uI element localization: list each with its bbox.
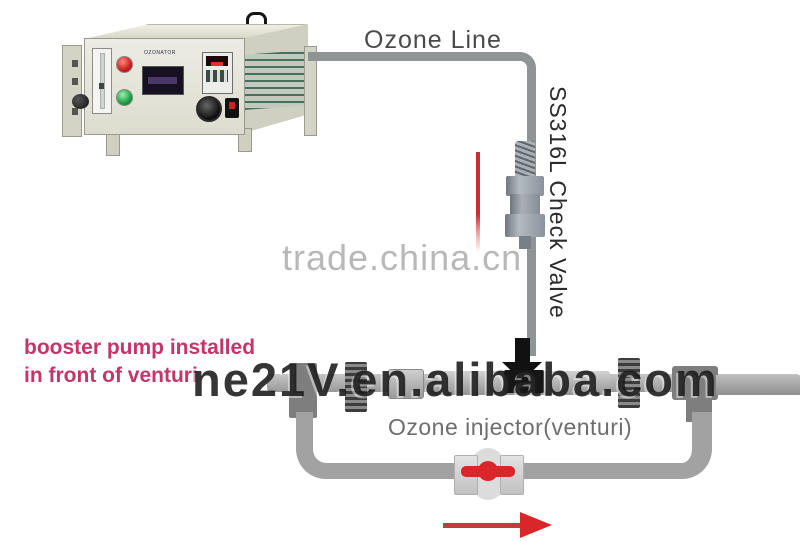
machine-vent-grille (244, 50, 308, 110)
machine-foot-left (106, 132, 120, 156)
injection-port-fitting (504, 370, 544, 393)
right-tee-fitting (672, 366, 718, 400)
flow-valve-knob (72, 94, 89, 109)
flow-direction-line-icon (476, 152, 480, 252)
controller-buttons (206, 70, 228, 82)
green-indicator-lamp (116, 89, 133, 106)
rack-hole (72, 60, 78, 67)
check-valve-body (510, 194, 540, 216)
power-cable (246, 12, 267, 32)
check-valve-top-hex (506, 176, 544, 196)
ozone-generator-photo: OZONATOR (58, 10, 318, 160)
hose-clamp-right (618, 358, 640, 408)
rack-ear-right (304, 46, 317, 136)
water-flow-arrow-icon (443, 523, 525, 528)
flow-meter-float (99, 83, 104, 89)
flow-meter (92, 48, 112, 114)
union-nut-fitting (388, 369, 424, 399)
timer-controller (202, 52, 233, 94)
booster-pump-note: booster pump installed in front of ventu… (24, 334, 255, 390)
water-flow-arrow-head-icon (520, 512, 552, 538)
watermark-trade-china: trade.china.cn (282, 237, 523, 278)
power-switch (225, 98, 239, 118)
ozone-display (142, 66, 184, 95)
rack-ear-left (62, 45, 82, 137)
outlet-pipe (716, 375, 800, 395)
machine-panel-label: OZONATOR (144, 50, 176, 56)
check-valve-barb-fitting (515, 141, 535, 178)
check-valve-label: SS316L Check Valve (545, 86, 571, 319)
hose-clamp-left (345, 362, 367, 412)
controller-digits (211, 62, 223, 66)
note-line-2: in front of venturi (24, 364, 198, 387)
injection-arrow-icon (515, 338, 530, 364)
flow-meter-tube (100, 53, 105, 109)
ozone-line-pipe (308, 52, 536, 356)
rack-hole (72, 108, 78, 115)
red-indicator-lamp (116, 56, 133, 73)
rack-hole (72, 78, 78, 85)
note-line-1: booster pump installed (24, 336, 256, 359)
check-valve-nipple (519, 236, 531, 249)
check-valve-bottom-hex (505, 214, 545, 237)
ozone-line-label: Ozone Line (364, 26, 502, 54)
watermark-alibaba: ne21V.en.alibaba.com (192, 353, 719, 406)
controller-display (206, 56, 228, 66)
display-digits (148, 77, 177, 84)
left-tee-fitting (289, 363, 317, 418)
bypass-valve-knob (478, 461, 498, 481)
injector-label: Ozone injector(venturi) (388, 414, 633, 440)
machine-top-panel (84, 24, 308, 39)
adjust-knob (196, 96, 222, 122)
power-switch-rocker (229, 102, 235, 109)
